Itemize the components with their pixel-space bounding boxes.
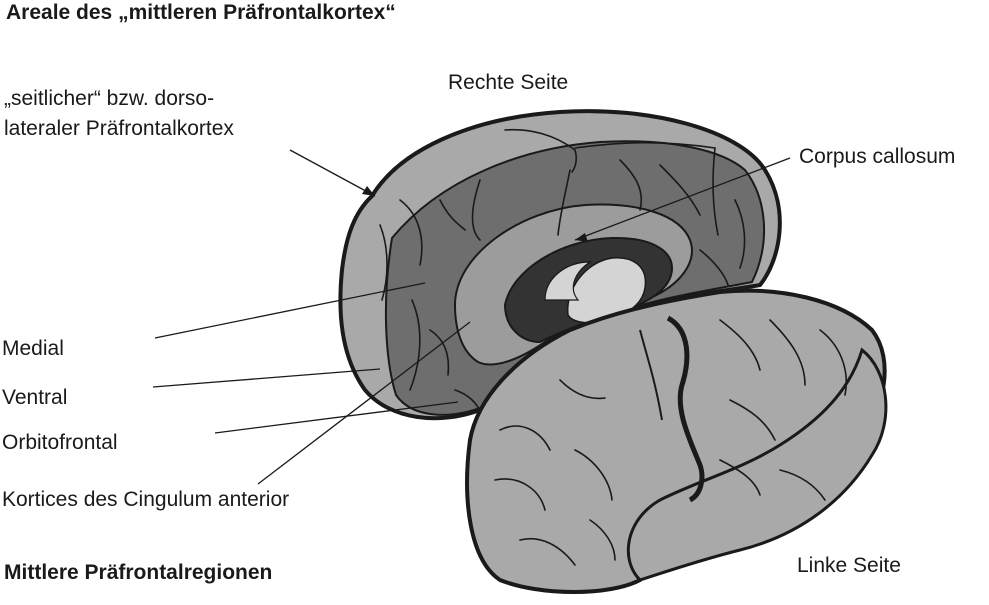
label-ventral: Ventral bbox=[2, 386, 68, 409]
label-left-side: Linke Seite bbox=[797, 554, 901, 577]
arrowhead-dorsolateral bbox=[362, 186, 375, 196]
pointer-orbitofrontal bbox=[214, 401, 459, 434]
label-dorsolateral-line1: „seitlicher“ bzw. dorso- bbox=[4, 87, 215, 110]
pointer-dorsolateral bbox=[289, 149, 376, 197]
figure-title: Areale des „mittleren Präfrontalkortex“ bbox=[6, 1, 396, 24]
pointer-ventral bbox=[152, 368, 381, 388]
label-orbitofrontal: Orbitofrontal bbox=[2, 431, 118, 454]
pointer-lines bbox=[152, 149, 791, 485]
figure-subtitle: Mittlere Präfrontalregionen bbox=[4, 561, 273, 584]
callosum-hook bbox=[544, 261, 592, 301]
left-sulcus-1 bbox=[639, 329, 663, 421]
label-corpus-callosum: Corpus callosum bbox=[799, 145, 956, 168]
left-frontal-lobe bbox=[626, 347, 888, 582]
label-dorsolateral-prefrontal: „seitlicher“ bzw. dorso- lateraler Präfr… bbox=[4, 84, 234, 145]
arrowheads bbox=[362, 186, 588, 242]
pointer-cingulum bbox=[257, 321, 471, 485]
left-sulci bbox=[494, 319, 847, 566]
arrowhead-corpus-callosum bbox=[575, 233, 588, 242]
left-central-fissure bbox=[666, 315, 705, 503]
label-dorsolateral-line2: lateraler Präfrontalkortex bbox=[4, 117, 234, 141]
label-right-side: Rechte Seite bbox=[448, 71, 569, 94]
pointer-corpus-callosum bbox=[574, 157, 791, 241]
label-anterior-cingulate: Kortices des Cingulum anterior bbox=[2, 488, 290, 511]
pointer-medial bbox=[154, 282, 426, 339]
sulci bbox=[379, 128, 746, 413]
label-medial: Medial bbox=[2, 337, 64, 360]
